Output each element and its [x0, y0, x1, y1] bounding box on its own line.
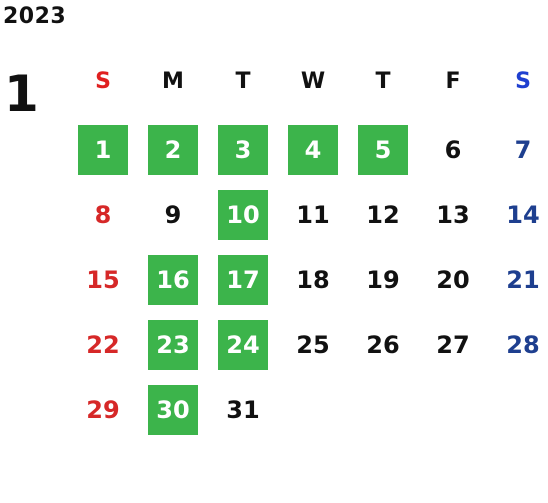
calendar-day-cell[interactable]: 24 [208, 320, 278, 385]
calendar-day-cell[interactable]: 8 [68, 190, 138, 255]
weekday-thursday: T [375, 68, 391, 94]
calendar-day-cell[interactable]: 11 [278, 190, 348, 255]
calendar-day-number: 28 [506, 331, 540, 359]
weekday-saturday: S [515, 68, 531, 94]
calendar-day-cell[interactable]: 18 [278, 255, 348, 320]
calendar-day-cell[interactable]: 26 [348, 320, 418, 385]
weekday-wednesday: W [300, 68, 326, 94]
year-label: 2023 [3, 4, 67, 29]
month-label: 1 [4, 65, 39, 123]
calendar-day-cell[interactable]: 14 [488, 190, 548, 255]
calendar-day-number: 13 [436, 201, 470, 229]
calendar-day-cell[interactable]: 3 [208, 125, 278, 190]
calendar-day-cell[interactable]: 6 [418, 125, 488, 190]
calendar-day-number: 10 [218, 190, 268, 240]
calendar-day-number [288, 385, 338, 435]
calendar-day-cell[interactable]: 15 [68, 255, 138, 320]
calendar-day-number: 2 [148, 125, 198, 175]
calendar-day-cell[interactable]: 13 [418, 190, 488, 255]
calendar-day-cell[interactable]: 19 [348, 255, 418, 320]
calendar-day-number: 9 [164, 201, 182, 229]
calendar-day-number: 31 [226, 396, 260, 424]
calendar-day-cell[interactable]: 28 [488, 320, 548, 385]
calendar-day-number: 25 [296, 331, 330, 359]
calendar-day-cell[interactable]: 9 [138, 190, 208, 255]
calendar-day-number: 30 [148, 385, 198, 435]
calendar-day-number: 22 [86, 331, 120, 359]
calendar-day-number: 18 [296, 266, 330, 294]
calendar-day-number: 17 [218, 255, 268, 305]
calendar-day-cell[interactable]: 20 [418, 255, 488, 320]
calendar-day-cell[interactable]: 21 [488, 255, 548, 320]
calendar-day-number: 3 [218, 125, 268, 175]
calendar-day-number: 12 [366, 201, 400, 229]
calendar-empty-cell [348, 385, 418, 450]
calendar-day-number: 14 [506, 201, 540, 229]
calendar-day-cell[interactable]: 7 [488, 125, 548, 190]
weekday-monday: M [162, 68, 184, 94]
calendar-day-cell[interactable]: 23 [138, 320, 208, 385]
calendar-day-number: 23 [148, 320, 198, 370]
weekday-sunday: S [95, 68, 111, 94]
calendar-day-number: 20 [436, 266, 470, 294]
calendar-day-number: 16 [148, 255, 198, 305]
calendar-day-cell[interactable]: 16 [138, 255, 208, 320]
calendar-day-cell[interactable]: 25 [278, 320, 348, 385]
calendar-day-number: 29 [86, 396, 120, 424]
calendar-day-cell[interactable]: 1 [68, 125, 138, 190]
calendar-day-number [428, 385, 478, 435]
calendar-empty-cell [488, 385, 548, 450]
calendar-empty-cell [278, 385, 348, 450]
calendar-day-cell[interactable]: 29 [68, 385, 138, 450]
calendar-day-number: 21 [506, 266, 540, 294]
calendar-day-number: 11 [296, 201, 330, 229]
calendar-day-cell[interactable]: 10 [208, 190, 278, 255]
calendar-day-number: 6 [444, 136, 462, 164]
calendar-day-number [358, 385, 408, 435]
calendar-day-number: 8 [94, 201, 112, 229]
calendar-day-cell[interactable]: 5 [348, 125, 418, 190]
weekday-header: S M T W T F S [68, 60, 548, 102]
calendar-day-number: 24 [218, 320, 268, 370]
calendar-day-number: 26 [366, 331, 400, 359]
calendar-day-cell[interactable]: 22 [68, 320, 138, 385]
calendar-day-cell[interactable]: 17 [208, 255, 278, 320]
calendar-day-cell[interactable]: 30 [138, 385, 208, 450]
calendar-day-cell[interactable]: 4 [278, 125, 348, 190]
calendar-day-number: 19 [366, 266, 400, 294]
weekday-tuesday: T [235, 68, 251, 94]
calendar-day-number: 15 [86, 266, 120, 294]
calendar-day-cell[interactable]: 12 [348, 190, 418, 255]
calendar-day-number [498, 385, 548, 435]
calendar-day-cell[interactable]: 31 [208, 385, 278, 450]
calendar-day-cell[interactable]: 2 [138, 125, 208, 190]
calendar-day-number: 1 [78, 125, 128, 175]
calendar-day-number: 4 [288, 125, 338, 175]
calendar-day-number: 27 [436, 331, 470, 359]
calendar-empty-cell [418, 385, 488, 450]
calendar-day-cell[interactable]: 27 [418, 320, 488, 385]
weekday-friday: F [445, 68, 461, 94]
calendar-day-number: 5 [358, 125, 408, 175]
calendar-day-number: 7 [514, 136, 532, 164]
